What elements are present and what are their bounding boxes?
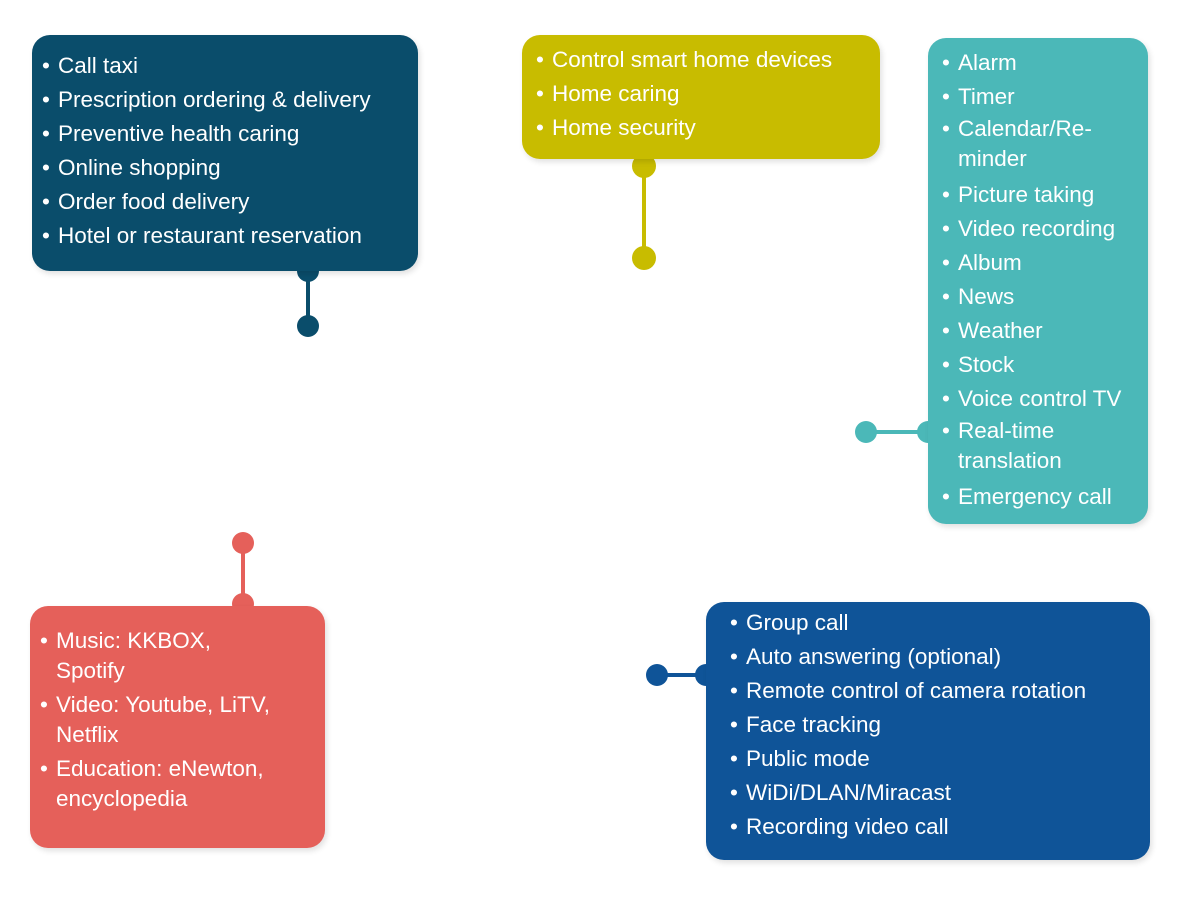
services-list: •Call taxi •Prescription ordering & deli… xyxy=(42,49,418,253)
video-call-list: •Group call •Auto answering (optional) •… xyxy=(730,606,1150,844)
video-call-box: •Group call •Auto answering (optional) •… xyxy=(706,602,1150,860)
list-item: •Voice control TV xyxy=(942,386,1122,411)
list-item: •Preventive health caring xyxy=(42,121,300,146)
list-item: •News xyxy=(942,284,1015,309)
list-item: •Group call xyxy=(730,610,849,635)
services-box: •Call taxi •Prescription ordering & deli… xyxy=(32,35,418,271)
list-item: •Prescription ordering & delivery xyxy=(42,87,371,112)
list-item: •Timer xyxy=(942,84,1015,109)
list-item: •Education: eNewton,encyclopedia xyxy=(40,756,264,811)
list-item: •Calendar/Re-minder xyxy=(942,116,1092,171)
list-item: •Video recording xyxy=(942,216,1116,241)
list-item: •Auto answering (optional) xyxy=(730,644,1002,669)
list-item: •WiDi/DLAN/Miracast xyxy=(730,780,952,805)
list-item: •Picture taking xyxy=(942,182,1095,207)
list-item: •Public mode xyxy=(730,746,870,771)
daily-list: •Alarm •Timer •Calendar/Re-minder •Pictu… xyxy=(942,46,1148,514)
list-item: •Stock xyxy=(942,352,1015,377)
list-item: •Call taxi xyxy=(42,53,139,78)
list-item: •Home security xyxy=(536,115,696,140)
list-item: •Hotel or restaurant reservation xyxy=(42,223,362,248)
list-item: •Recording video call xyxy=(730,814,949,839)
home-list: •Control smart home devices •Home caring… xyxy=(536,43,880,145)
services-connector-end xyxy=(297,315,319,337)
list-item: •Online shopping xyxy=(42,155,221,180)
list-item: •Emergency call xyxy=(942,484,1112,509)
list-item: •Weather xyxy=(942,318,1043,343)
entertainment-list: •Music: KKBOX,Spotify •Video: Youtube, L… xyxy=(40,626,325,814)
video-call-connector-end xyxy=(646,664,668,686)
list-item: •Music: KKBOX,Spotify xyxy=(40,628,212,683)
home-box: •Control smart home devices •Home caring… xyxy=(522,35,880,159)
daily-connector-end xyxy=(855,421,877,443)
list-item: •Control smart home devices xyxy=(536,47,833,72)
list-item: •Order food delivery xyxy=(42,189,250,214)
list-item: •Alarm xyxy=(942,50,1017,75)
list-item: •Remote control of camera rotation xyxy=(730,678,1087,703)
list-item: •Video: Youtube, LiTV,Netflix xyxy=(40,692,270,747)
home-connector-joint xyxy=(632,154,656,178)
entertainment-box: •Music: KKBOX,Spotify •Video: Youtube, L… xyxy=(30,606,325,848)
list-item: •Face tracking xyxy=(730,712,882,737)
entertainment-connector-end xyxy=(232,532,254,554)
list-item: •Album xyxy=(942,250,1022,275)
daily-box: •Alarm •Timer •Calendar/Re-minder •Pictu… xyxy=(928,38,1148,524)
list-item: •Home caring xyxy=(536,81,680,106)
home-connector-end xyxy=(632,246,656,270)
